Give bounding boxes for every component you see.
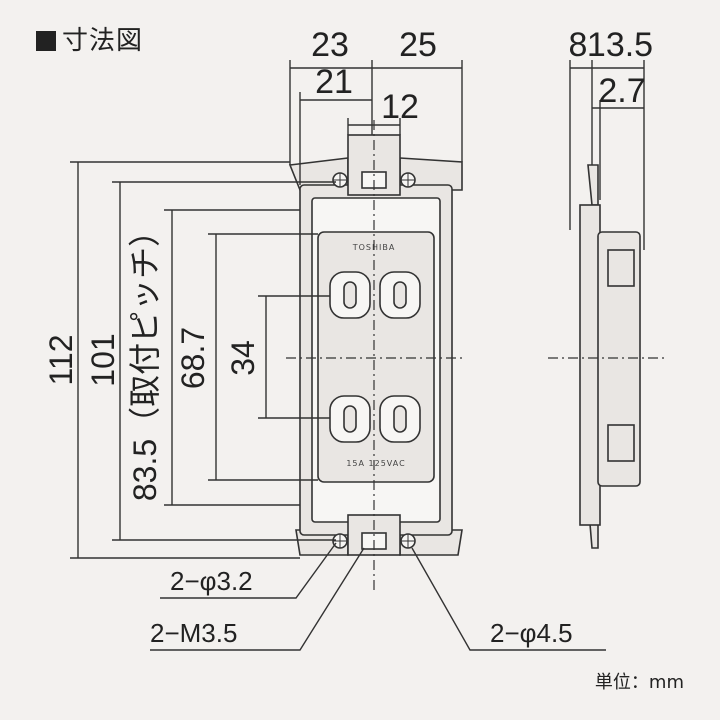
square-bullet-icon [36, 31, 56, 51]
page-title: 寸法図 [36, 20, 143, 57]
dim-width-center: 12 [381, 88, 419, 126]
side-terminal-top [607, 249, 635, 287]
dim-width-right: 25 [399, 26, 437, 64]
label-hole-small: 2−φ3.2 [170, 566, 253, 596]
dim-height-pitch: 83.5（取付ピッチ） [127, 215, 163, 501]
label-screw: 2−M3.5 [150, 618, 237, 648]
dim-side-13: 13.5 [587, 26, 653, 64]
dim-side-27: 2.7 [598, 72, 645, 110]
leader-hole-small [160, 542, 337, 599]
side-terminal-bottom [607, 424, 635, 462]
dim-width-inner: 21 [315, 63, 353, 101]
leader-hole-large [411, 547, 606, 651]
dim-height-34: 34 [225, 340, 261, 376]
receptacle-bottom [329, 395, 421, 443]
outlet-face [317, 231, 435, 483]
receptacle-top [329, 271, 421, 319]
dim-height-total: 112 [43, 334, 79, 385]
brand-label: TOSHIBA [352, 243, 396, 252]
dim-height-68: 68.7 [175, 327, 211, 389]
dim-height-101: 101 [85, 333, 121, 386]
side-body [597, 231, 641, 487]
rating-label: 15A 125VAC [346, 459, 405, 468]
front-view: TOSHIBA 15A 125VAC 23 25 21 [43, 26, 606, 651]
label-hole-large: 2−φ4.5 [490, 618, 573, 648]
side-view: 8 13.5 2.7 [548, 26, 668, 549]
side-top-screw [587, 164, 599, 206]
dim-side-8: 8 [569, 26, 588, 64]
screw-bottom [332, 532, 416, 550]
leader-screw [150, 547, 365, 651]
side-plate [579, 204, 601, 526]
dim-width-left: 23 [311, 26, 349, 64]
title-text: 寸法図 [62, 26, 144, 56]
unit-label: 単位：mm [594, 672, 684, 693]
